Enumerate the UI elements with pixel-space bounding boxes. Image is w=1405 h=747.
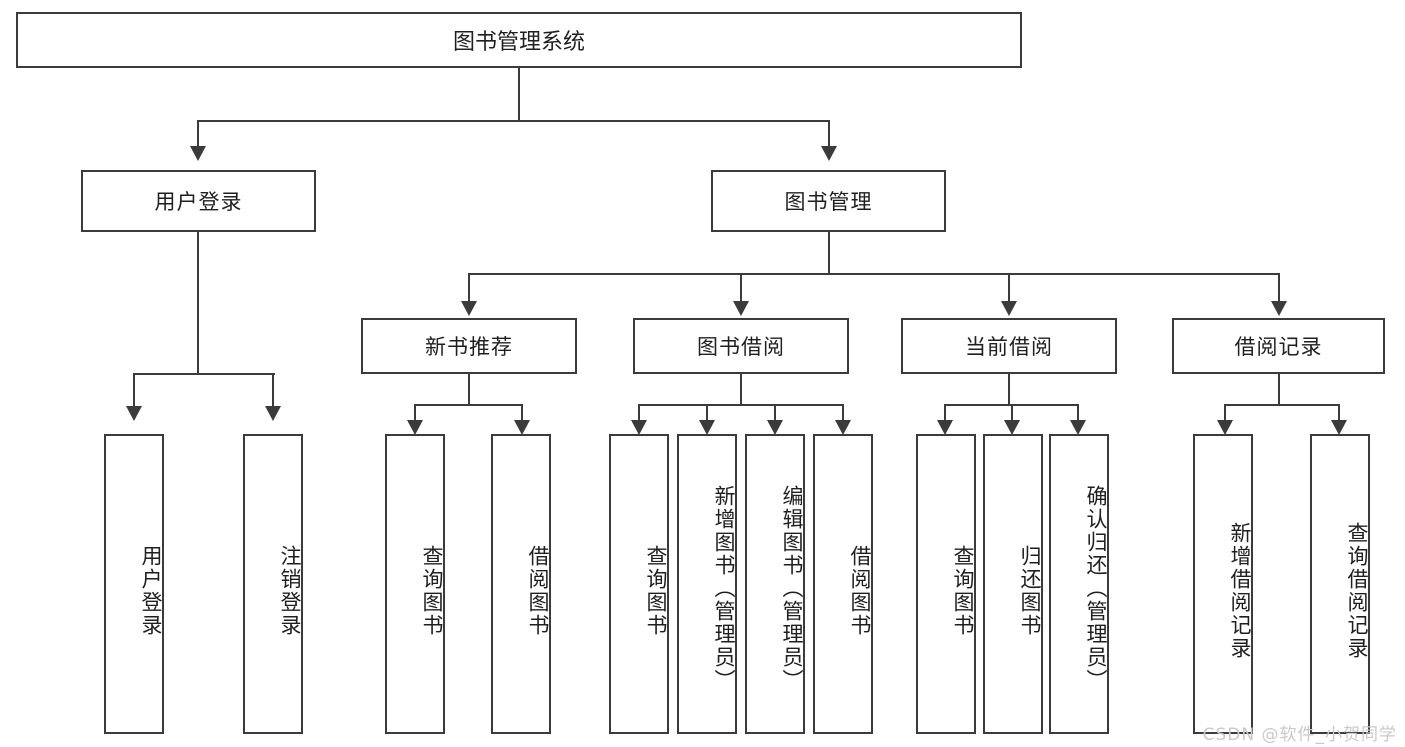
node-borrow-record[interactable]: 借阅记录 (1172, 318, 1385, 374)
arrow-current-borrow-leaf-1 (937, 420, 953, 435)
csdn-watermark: CSDN @软件_小贺同学 (1202, 725, 1397, 745)
connector-current-borrow-drop-2 (1011, 404, 1013, 426)
connector-user-login-stem (197, 232, 199, 374)
connector-user-login-bus (133, 373, 275, 375)
connector-current-borrow-stem (1008, 374, 1010, 405)
connector-book-manage-drop-4 (1278, 273, 1280, 303)
leaf-borrow-record-query[interactable]: 查询借阅记录 (1310, 434, 1370, 734)
connector-book-borrow-drop-3 (774, 404, 776, 426)
arrow-book-borrow-leaf-3 (767, 420, 783, 435)
connector-new-book-drop-1 (414, 404, 416, 426)
leaf-current-borrow-return[interactable]: 归还图书 (983, 434, 1043, 734)
arrow-root-to-user-login (190, 146, 206, 161)
arrow-new-book-leaf-2 (514, 420, 530, 435)
connector-book-manage-drop-1 (468, 273, 470, 303)
node-new-book-recommend[interactable]: 新书推荐 (361, 318, 577, 374)
arrow-borrow-record-leaf-2 (1331, 420, 1347, 435)
leaf-book-borrow-query[interactable]: 查询图书 (609, 434, 669, 734)
leaf-new-book-borrow[interactable]: 借阅图书 (491, 434, 551, 734)
arrow-book-manage-child-4 (1271, 301, 1287, 316)
node-user-login[interactable]: 用户登录 (81, 170, 316, 232)
connector-book-manage-bus (468, 273, 1280, 275)
connector-user-login-drop-1 (133, 373, 135, 408)
connector-book-borrow-bus (638, 404, 844, 406)
connector-book-borrow-drop-1 (638, 404, 640, 426)
connector-borrow-record-drop-2 (1338, 404, 1340, 426)
arrow-book-borrow-leaf-2 (699, 420, 715, 435)
arrow-user-login-leaf-1 (126, 406, 142, 421)
arrow-book-borrow-leaf-4 (835, 420, 851, 435)
leaf-book-borrow-add-admin[interactable]: 新增图书（管理员） (677, 434, 737, 734)
leaf-book-borrow-edit-admin[interactable]: 编辑图书（管理员） (745, 434, 805, 734)
connector-new-book-stem (468, 374, 470, 405)
connector-root-stem (518, 68, 520, 121)
connector-book-manage-drop-2 (740, 273, 742, 303)
node-book-management[interactable]: 图书管理 (711, 170, 946, 232)
connector-book-manage-stem (828, 232, 830, 274)
leaf-borrow-record-add[interactable]: 新增借阅记录 (1193, 434, 1253, 734)
connector-borrow-record-drop-1 (1224, 404, 1226, 426)
leaf-current-borrow-confirm-admin[interactable]: 确认归还（管理员） (1049, 434, 1109, 734)
leaf-current-borrow-query[interactable]: 查询图书 (916, 434, 976, 734)
connector-user-login-drop-2 (272, 373, 274, 408)
arrow-book-manage-child-2 (733, 301, 749, 316)
node-book-borrow[interactable]: 图书借阅 (633, 318, 849, 374)
connector-book-borrow-stem (740, 374, 742, 405)
arrow-book-manage-child-3 (1001, 301, 1017, 316)
connector-book-borrow-drop-4 (842, 404, 844, 426)
connector-root-to-user-login (197, 120, 199, 148)
connector-root-to-book-manage (828, 120, 830, 148)
arrow-new-book-leaf-1 (407, 420, 423, 435)
connector-new-book-bus (414, 404, 522, 406)
connector-book-borrow-drop-2 (706, 404, 708, 426)
arrow-borrow-record-leaf-1 (1217, 420, 1233, 435)
arrow-current-borrow-leaf-3 (1070, 420, 1086, 435)
arrow-book-borrow-leaf-1 (631, 420, 647, 435)
leaf-book-borrow-borrow[interactable]: 借阅图书 (813, 434, 873, 734)
node-root-system[interactable]: 图书管理系统 (16, 12, 1022, 68)
leaf-user-login-logout[interactable]: 注销登录 (243, 434, 303, 734)
arrow-root-to-book-manage (821, 146, 837, 161)
connector-root-bus (197, 120, 830, 122)
connector-book-manage-drop-3 (1008, 273, 1010, 303)
arrow-current-borrow-leaf-2 (1004, 420, 1020, 435)
leaf-new-book-query[interactable]: 查询图书 (385, 434, 445, 734)
connector-current-borrow-drop-1 (944, 404, 946, 426)
connector-current-borrow-drop-3 (1077, 404, 1079, 426)
connector-borrow-record-bus (1224, 404, 1340, 406)
leaf-user-login-login[interactable]: 用户登录 (104, 434, 164, 734)
node-current-borrow[interactable]: 当前借阅 (901, 318, 1117, 374)
arrow-user-login-leaf-2 (265, 406, 281, 421)
arrow-book-manage-child-1 (461, 301, 477, 316)
connector-borrow-record-stem (1278, 374, 1280, 405)
connector-new-book-drop-2 (521, 404, 523, 426)
